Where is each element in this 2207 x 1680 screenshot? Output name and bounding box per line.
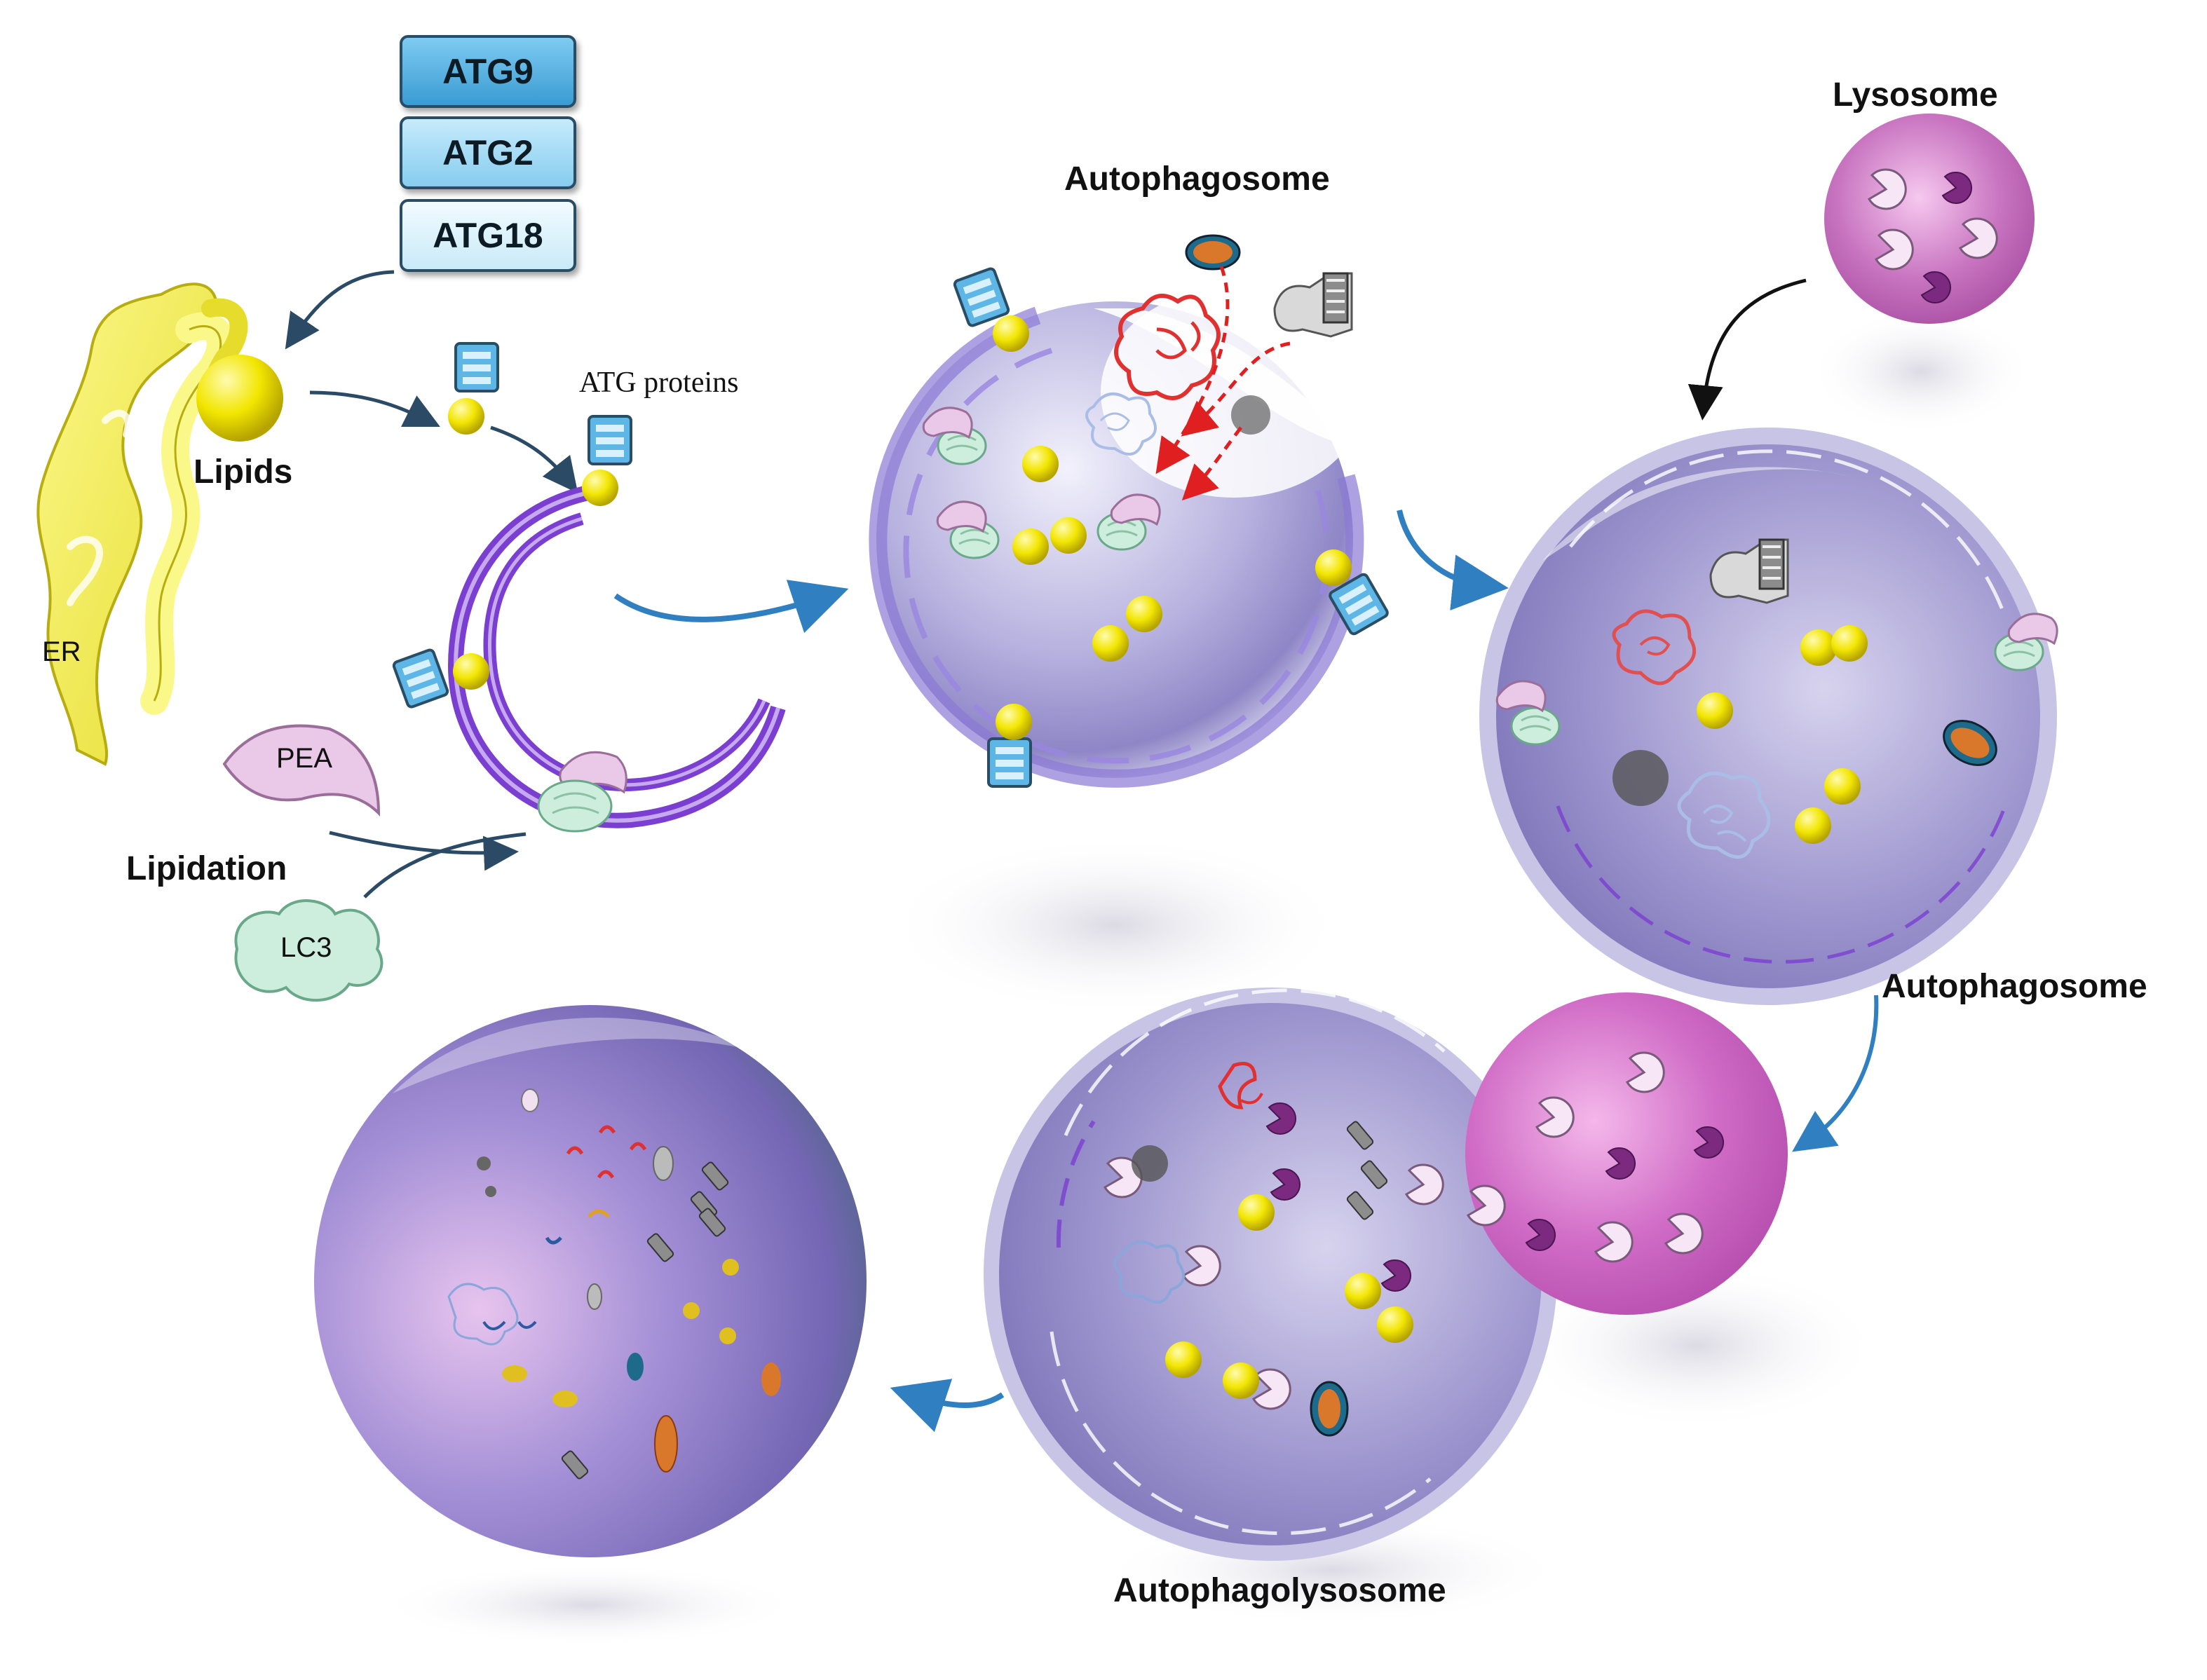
lipid-icon <box>1223 1363 1259 1399</box>
lc3-label: LC3 <box>280 932 332 963</box>
lipids-label: Lipids <box>193 453 293 491</box>
arrow-to-mature-autophagosome <box>1397 510 1509 610</box>
atg-protein-icon <box>588 415 632 465</box>
lipid-icon <box>1315 549 1352 586</box>
arrow-lipid-transfer <box>309 390 440 427</box>
degradation-vesicle <box>314 1005 867 1557</box>
lipid-icon <box>1012 528 1049 565</box>
lipid-icon <box>1022 446 1059 482</box>
arrow-to-autophagosome <box>613 580 849 634</box>
autophagolysosome-label: Autophagolysosome <box>1113 1572 1446 1609</box>
atg2-box: ATG2 <box>400 116 576 189</box>
particle-icon <box>1132 1145 1168 1182</box>
organelle-fragment-icon <box>1709 538 1789 604</box>
mitochondrion-icon <box>1943 720 1997 766</box>
particle-icon <box>1231 395 1270 435</box>
arrow-lysosome-fusion <box>1687 278 1807 421</box>
protein-complex-icon <box>1113 1241 1185 1304</box>
atg-protein-icon <box>952 266 1011 329</box>
particle-icon <box>1612 750 1669 806</box>
atg9-label: ATG9 <box>442 52 534 91</box>
lipid-icon <box>1126 596 1162 632</box>
er-label: ER <box>42 636 81 667</box>
lipid-icon <box>1795 807 1831 844</box>
arrow-to-degradation <box>890 1379 1005 1433</box>
lc3-pea-conjugate <box>537 751 627 833</box>
atg18-box: ATG18 <box>400 199 576 272</box>
atg-protein-icon <box>987 737 1032 788</box>
lipid-icon <box>453 653 489 690</box>
arrow-atg-to-er <box>285 270 395 350</box>
lipidation-label: Lipidation <box>126 850 287 887</box>
shadow <box>883 834 1346 1016</box>
protein-aggregate-icon <box>1114 294 1221 400</box>
atg-proteins-label: ATG proteins <box>579 367 739 399</box>
arrow-cargo-engulf <box>1181 426 1243 501</box>
lipid-droplet <box>196 355 283 442</box>
autophagosome-right-label: Autophagosome <box>1882 968 2147 1005</box>
protein-complex-icon <box>1085 392 1157 456</box>
arrow-lc3-lipidation <box>363 832 527 899</box>
mitochondrion-icon <box>1185 234 1241 271</box>
degraded-fragments <box>447 1088 781 1473</box>
lysosome-label: Lysosome <box>1833 76 1998 114</box>
er-organelle <box>36 282 248 766</box>
arrow-to-phagophore <box>490 425 578 493</box>
lipid-icon <box>1165 1341 1202 1378</box>
atg2-label: ATG2 <box>442 133 534 172</box>
lipid-icon <box>448 398 484 435</box>
lipid-icon <box>1831 625 1868 662</box>
lipid-icon <box>1697 692 1733 729</box>
autophagolysosome <box>984 988 1557 1561</box>
lysosome-organelle <box>1824 114 2035 324</box>
pea-molecule <box>222 724 381 817</box>
mitochondrion-icon <box>1310 1381 1349 1437</box>
protein-aggregate-icon <box>1218 1062 1263 1109</box>
lipid-icon <box>1050 517 1087 554</box>
protein-complex-icon <box>1677 771 1771 859</box>
atg18-label: ATG18 <box>433 216 543 255</box>
arrow-to-fusion <box>1792 995 1879 1152</box>
protein-aggregate-icon <box>1612 609 1697 685</box>
lc3-molecule <box>234 899 383 1002</box>
pea-label: PEA <box>276 743 333 774</box>
lipid-icon <box>582 470 618 506</box>
shadow <box>379 1563 799 1647</box>
arrow-pea-lipidation <box>329 831 519 871</box>
arrow-cargo-engulf <box>1155 266 1230 474</box>
lipid-icon <box>1377 1306 1413 1343</box>
mature-autophagosome <box>1479 428 2057 1005</box>
lc3-icon <box>1510 706 1561 746</box>
arrow-cargo-engulf <box>1181 341 1291 437</box>
atg9-box: ATG9 <box>400 35 576 108</box>
lipid-icon <box>996 704 1032 740</box>
lipid-icon <box>993 315 1029 352</box>
lipid-icon <box>1800 629 1837 666</box>
lipid-icon <box>1345 1273 1381 1309</box>
phagophore <box>447 483 786 828</box>
lipid-icon <box>1824 768 1861 805</box>
organelle-fragment-icon <box>1273 272 1353 338</box>
shadow <box>1809 308 2033 435</box>
atg-protein-icon <box>391 647 450 710</box>
lipid-icon <box>1238 1194 1275 1231</box>
autophagosome-top-label: Autophagosome <box>1064 161 1330 198</box>
atg-protein-icon <box>454 342 499 392</box>
lipid-icon <box>1092 625 1129 662</box>
